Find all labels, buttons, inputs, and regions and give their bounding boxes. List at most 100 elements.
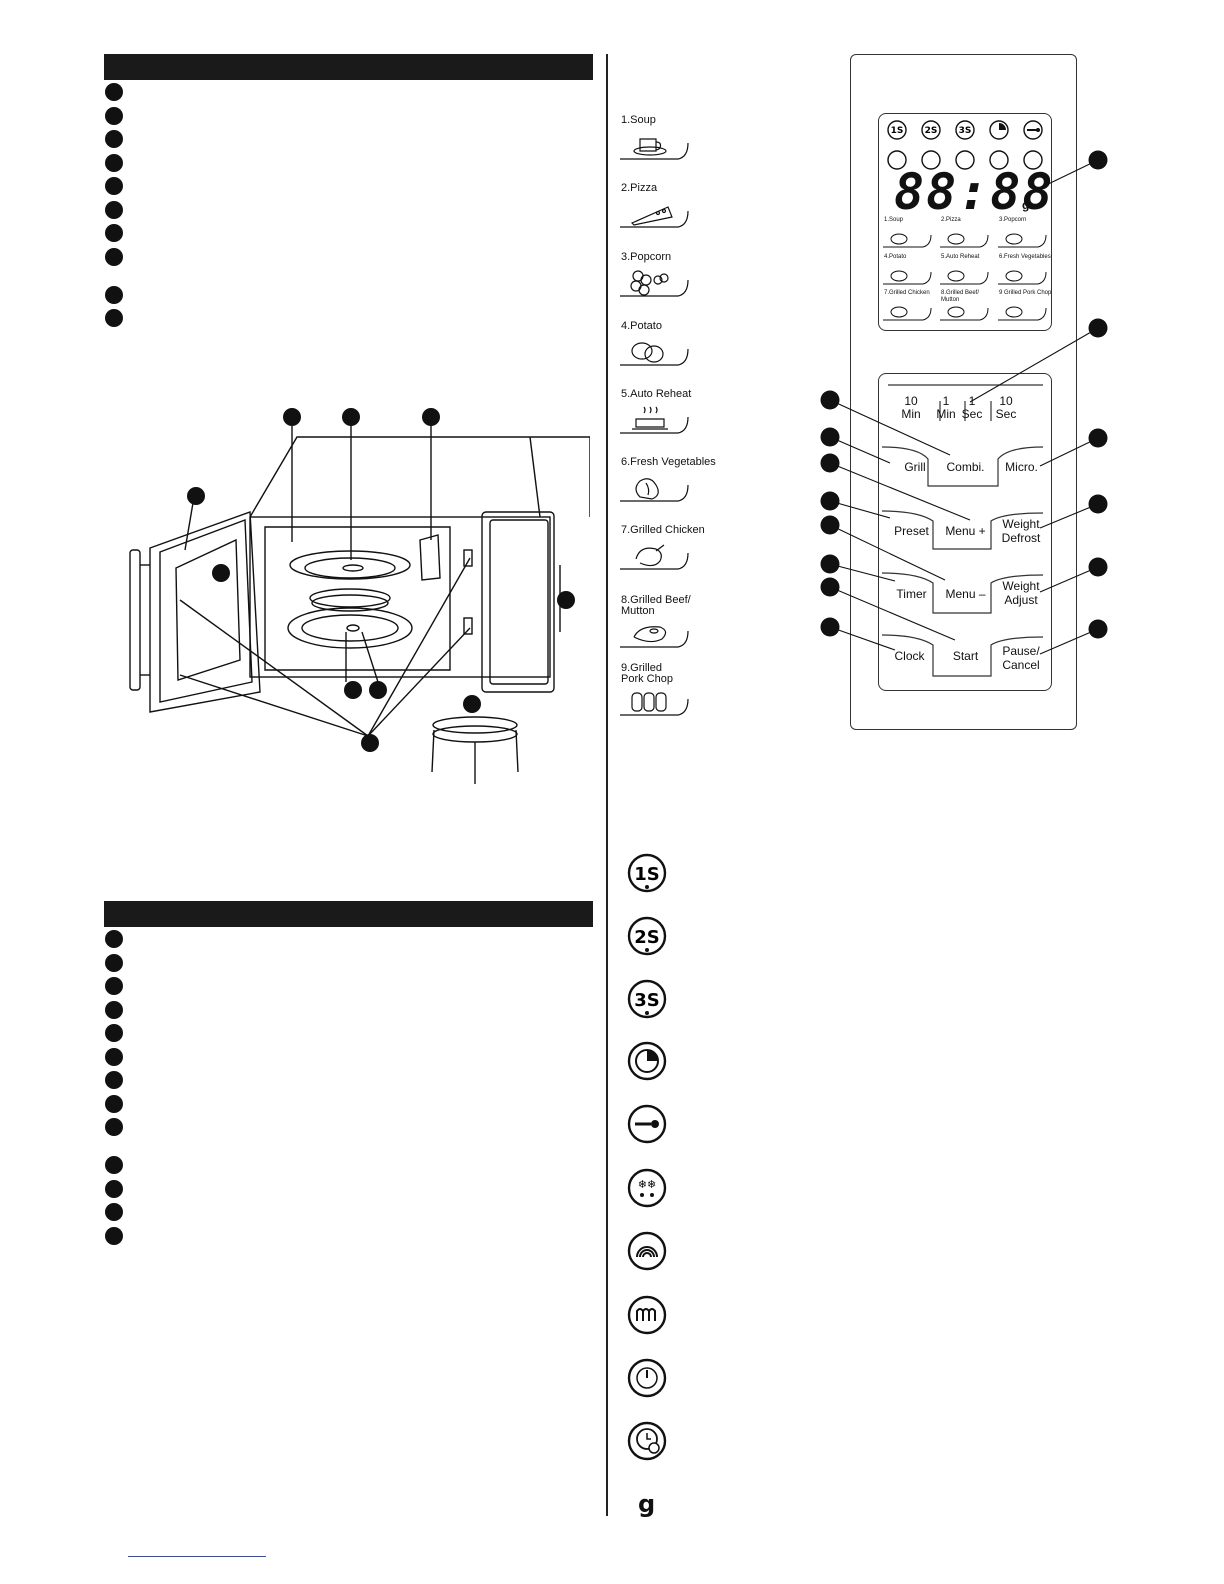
list-bullet bbox=[105, 200, 123, 219]
display-menu-label: 3.Popcorn bbox=[999, 217, 1027, 223]
preset-button[interactable]: Preset bbox=[894, 524, 929, 538]
menu-item-label: 5.Auto Reheat bbox=[621, 388, 692, 400]
svg-text:1S: 1S bbox=[891, 126, 904, 136]
gram-symbol: g bbox=[638, 1490, 656, 1518]
display-menu-label: 5.Auto Reheat bbox=[941, 254, 980, 260]
menu-item-label: 9.Grilled Pork Chop bbox=[621, 662, 673, 685]
microwave-coil-icon bbox=[627, 1295, 667, 1335]
micro-button[interactable]: Micro. bbox=[1005, 460, 1038, 474]
display-menu-icon bbox=[998, 233, 1047, 248]
menu-item-label: 4.Potato bbox=[621, 320, 662, 332]
list-bullet bbox=[105, 1179, 123, 1198]
time-key-unit[interactable]: Min bbox=[901, 407, 921, 421]
potato-icon bbox=[620, 342, 689, 366]
time-key-unit[interactable]: Min bbox=[936, 407, 956, 421]
display-menu-label: 1.Soup bbox=[884, 217, 904, 223]
column-divider bbox=[606, 54, 608, 1516]
display-window bbox=[878, 113, 1052, 331]
list-bullet bbox=[105, 1094, 123, 1113]
display-menu-icon bbox=[940, 233, 989, 248]
display-menu-label: 9 Grilled Pork Chop bbox=[999, 290, 1052, 296]
display-menu-icon bbox=[998, 306, 1047, 321]
time-key-value[interactable]: 1 bbox=[942, 394, 950, 408]
display-unit: g bbox=[1022, 198, 1030, 212]
list-bullet bbox=[105, 130, 123, 148]
time-key-unit[interactable]: Sec bbox=[995, 407, 1017, 421]
display-menu-icon bbox=[883, 306, 932, 321]
soup-icon bbox=[620, 138, 689, 160]
svg-text:3S: 3S bbox=[959, 126, 972, 136]
list-bullet bbox=[105, 1118, 123, 1136]
list-bullet bbox=[105, 1000, 123, 1019]
menu-item-label: 6.Fresh Vegetables bbox=[621, 456, 716, 468]
menu-plus-button[interactable]: Menu + bbox=[945, 524, 986, 538]
list-bullet bbox=[105, 285, 123, 304]
time-key-value[interactable]: 10 bbox=[999, 394, 1013, 408]
status-icons-svg: 1S 2S 3S bbox=[887, 120, 1043, 170]
list-bullet bbox=[105, 153, 123, 172]
display-menu-label: 4.Potato bbox=[884, 254, 907, 260]
menu-item-label: 1.Soup bbox=[621, 114, 656, 126]
grill-button[interactable]: Grill bbox=[904, 460, 926, 474]
menu-item-label: 7.Grilled Chicken bbox=[621, 524, 705, 536]
status-indicators: 1S 2S 3S bbox=[883, 120, 1053, 180]
start-button[interactable]: Start bbox=[952, 649, 979, 663]
menu-minus-button[interactable]: Menu – bbox=[945, 587, 986, 601]
menu-item-label: 2.Pizza bbox=[621, 182, 658, 194]
weight-defrost-button[interactable]: Weight Defrost bbox=[1001, 517, 1041, 545]
svg-text:3S: 3S bbox=[634, 990, 660, 1011]
panel-callouts bbox=[820, 150, 1108, 655]
footer-link-underline[interactable] bbox=[128, 1556, 266, 1557]
key-lock-icon bbox=[627, 1104, 667, 1144]
svg-text:❄❄: ❄❄ bbox=[638, 1178, 656, 1191]
beef-icon bbox=[620, 626, 689, 648]
menu-item-label: 8.Grilled Beef/ Mutton bbox=[621, 594, 691, 617]
menu-item-label: 3.Popcorn bbox=[621, 251, 672, 263]
display-menu-icon bbox=[883, 270, 932, 285]
time-key-unit[interactable]: Sec bbox=[961, 407, 983, 421]
clock-quarter-icon bbox=[627, 1041, 667, 1081]
pizza-icon bbox=[620, 206, 689, 228]
keypad bbox=[878, 373, 1052, 691]
display-menu-label: 2.Pizza bbox=[941, 217, 961, 223]
display-menu-label: 7.Grilled Chicken bbox=[884, 290, 930, 296]
svg-text:1S: 1S bbox=[634, 864, 660, 885]
pause-cancel-button[interactable]: Pause/ Cancel bbox=[1002, 644, 1040, 672]
section-header-bar-1 bbox=[104, 54, 593, 80]
clock-button[interactable]: Clock bbox=[894, 649, 925, 663]
timer-dial-icon bbox=[627, 1358, 667, 1398]
reheat-icon bbox=[620, 406, 689, 434]
display-menu-grid: 1.Soup 2.Pizza 3.Popcorn 4.Potato 5.Auto Reh… bbox=[881, 217, 1051, 327]
combi-button[interactable]: Combi. bbox=[946, 460, 985, 474]
grill-wave-icon bbox=[627, 1231, 667, 1271]
list-bullet bbox=[105, 1226, 123, 1245]
display-menu-icon bbox=[883, 233, 932, 248]
list-bullet bbox=[105, 177, 123, 195]
weight-adjust-button[interactable]: Weight Adjust bbox=[1002, 579, 1040, 607]
indicator-2s-icon: 2S bbox=[627, 916, 667, 956]
list-bullet bbox=[105, 83, 123, 101]
defrost-icon: ❄❄ bbox=[627, 1168, 667, 1208]
vegetables-icon bbox=[620, 478, 689, 502]
time-key-value[interactable]: 10 bbox=[904, 394, 918, 408]
list-bullet bbox=[105, 1203, 123, 1221]
list-bullet bbox=[105, 247, 123, 266]
svg-text:2S: 2S bbox=[634, 927, 660, 948]
list-bullet bbox=[105, 953, 123, 972]
list-bullet bbox=[105, 977, 123, 995]
chicken-icon bbox=[620, 544, 689, 570]
display-menu-icon bbox=[940, 306, 989, 321]
svg-text:2S: 2S bbox=[925, 126, 938, 136]
list-bullet bbox=[105, 930, 123, 948]
section-header-bar-2 bbox=[104, 901, 593, 927]
indicator-3s-icon: 3S bbox=[627, 979, 667, 1019]
display-menu-icon bbox=[998, 270, 1047, 285]
list-bullet bbox=[105, 106, 123, 125]
timer-button[interactable]: Timer bbox=[896, 587, 927, 601]
list-bullet bbox=[105, 1071, 123, 1089]
keypad-lines bbox=[881, 384, 1044, 677]
list-bullet bbox=[105, 1024, 123, 1042]
popcorn-icon bbox=[620, 270, 689, 297]
clock-power-icon bbox=[627, 1421, 667, 1461]
